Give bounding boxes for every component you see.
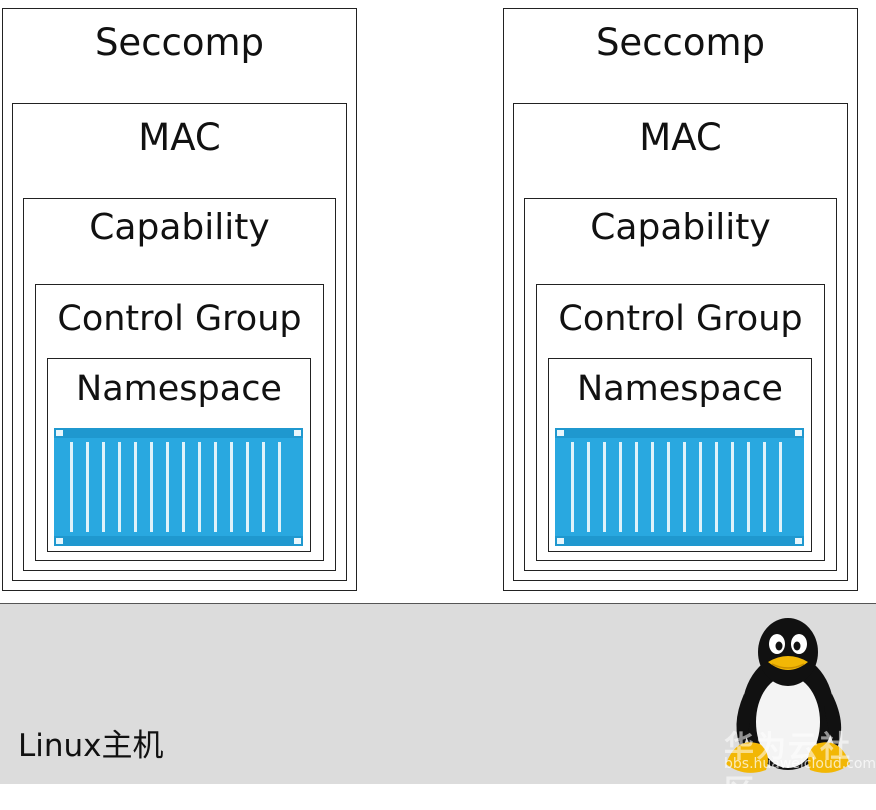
tux-penguin-icon	[726, 618, 850, 773]
control-group-label: Control Group	[558, 299, 803, 339]
control-group-label: Control Group	[57, 299, 302, 339]
container-icon	[54, 428, 303, 546]
mac-label: MAC	[639, 116, 722, 159]
capability-label: Capability	[89, 207, 270, 248]
watermark-url: bbs.huaweicloud.com	[724, 756, 876, 772]
namespace-label: Namespace	[577, 369, 783, 409]
seccomp-label: Seccomp	[595, 21, 766, 64]
linux-host-layer: Linux主机 华为云社区 bbs.huaweicloud.com	[0, 603, 876, 809]
host-label: Linux主机	[18, 728, 164, 764]
isolation-stack-left: Seccomp MAC Capability Control Group Nam…	[0, 8, 357, 591]
mac-label: MAC	[138, 116, 221, 159]
seccomp-label: Seccomp	[94, 21, 265, 64]
isolation-stack-right: Seccomp MAC Capability Control Group Nam…	[501, 8, 858, 591]
capability-label: Capability	[590, 207, 771, 248]
namespace-label: Namespace	[76, 369, 282, 409]
container-icon	[555, 428, 804, 546]
